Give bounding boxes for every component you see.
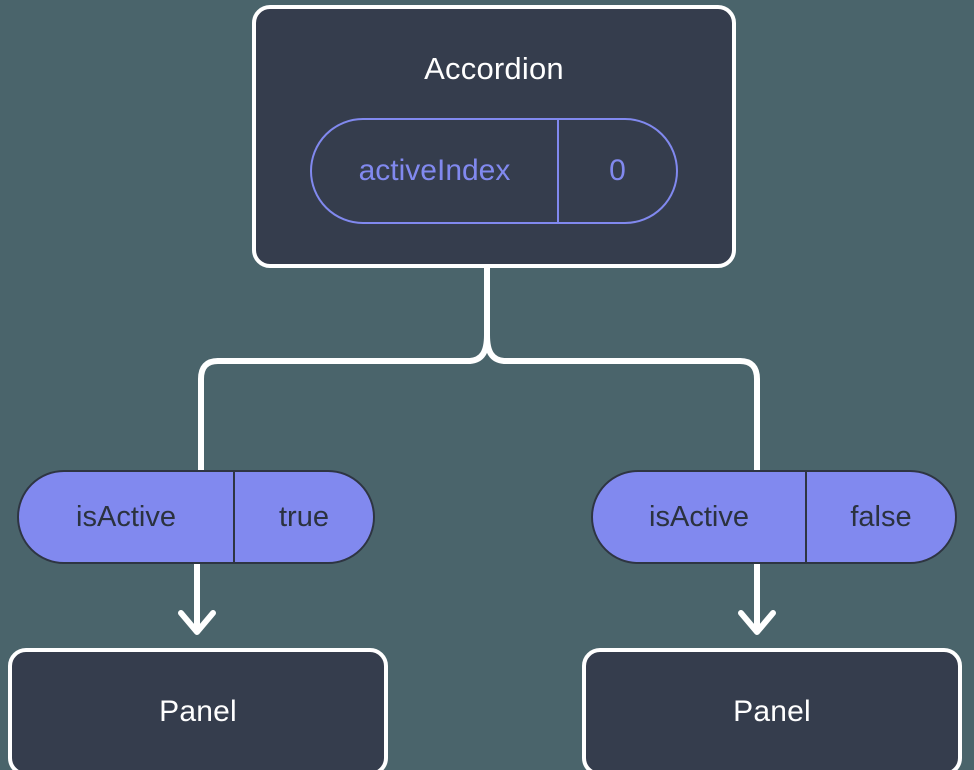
prop-badge-key: isActive [593,472,807,562]
node-panel-right[interactable]: Panel [582,648,962,770]
node-panel-left[interactable]: Panel [8,648,388,770]
accordion-title: Accordion [424,51,564,86]
edge-to-right-state-pill [739,358,760,474]
prop-badge-value: false [850,500,912,533]
prop-badge-value: true [279,500,329,533]
edge-to-left-state-pill [198,358,219,474]
state-badge-key: activeIndex [312,120,559,222]
branch-split-connector-right [484,332,743,364]
arrow-down-icon-left [178,610,216,635]
prop-badge-is-active-false[interactable]: isActive false [591,470,957,564]
prop-badge-is-active-true[interactable]: isActive true [17,470,375,564]
arrow-down-icon-right [738,610,776,635]
branch-split-connector-left [215,332,490,364]
state-badge-value: 0 [609,154,626,187]
prop-badge-key: isActive [19,472,235,562]
panel-left-title: Panel [159,695,237,728]
state-badge-active-index[interactable]: activeIndex 0 [310,118,678,224]
panel-right-title: Panel [733,695,811,728]
